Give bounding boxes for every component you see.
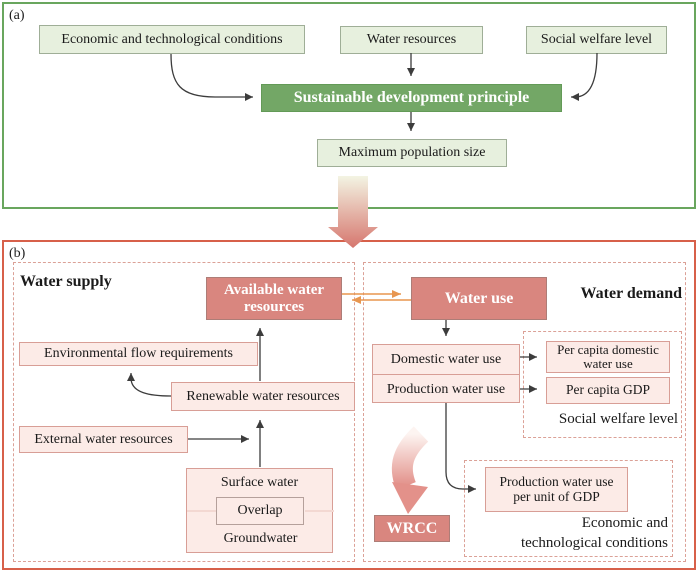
environmental-flow-box: Environmental flow requirements: [19, 342, 258, 366]
overlap-divider-right: [305, 510, 334, 512]
production-water-use-row: Production water use: [386, 381, 506, 397]
economic-conditions-label-line1: Economic and: [581, 515, 668, 531]
social-welfare-subsection: [523, 331, 682, 438]
water-supply-section: [13, 262, 355, 562]
water-demand-section: [363, 262, 686, 562]
water-supply-title: Water supply: [20, 273, 112, 290]
per-capita-gdp-box: Per capita GDP: [546, 377, 670, 404]
sustainable-principle-box: Sustainable development principle: [261, 84, 562, 112]
water-use-box: Water use: [411, 277, 547, 320]
renewable-water-box: Renewable water resources: [171, 382, 355, 411]
available-water-resources-box: Available water resources: [206, 277, 342, 320]
domestic-water-use-row: Domestic water use: [373, 345, 519, 375]
overlap-box: Overlap: [216, 497, 304, 525]
economic-conditions-box: Economic and technological conditions: [39, 25, 305, 54]
water-demand-title: Water demand: [580, 285, 682, 302]
external-water-box: External water resources: [19, 426, 188, 453]
water-resources-box: Water resources: [340, 26, 483, 54]
groundwater-label: Groundwater: [223, 531, 298, 546]
surface-groundwater-box: Surface water Overlap Groundwater: [186, 468, 334, 553]
surface-water-label: Surface water: [220, 475, 299, 490]
water-use-breakdown-box: Domestic water use Production water use: [372, 344, 520, 403]
economic-conditions-subsection: [464, 460, 673, 557]
economic-conditions-label-line2: technological conditions: [520, 535, 668, 551]
per-capita-domestic-box: Per capita domestic water use: [546, 341, 670, 373]
social-welfare-box: Social welfare level: [526, 26, 667, 54]
overlap-divider-left: [187, 510, 217, 512]
panel-b-label: (b): [9, 246, 26, 261]
social-welfare-level-label: Social welfare level: [558, 411, 678, 427]
wrcc-box: WRCC: [374, 515, 450, 542]
economic-conditions-label: Economic and technological conditions: [470, 513, 668, 553]
max-population-box: Maximum population size: [317, 139, 507, 167]
panel-a-label: (a): [9, 8, 25, 23]
production-per-gdp-box: Production water use per unit of GDP: [485, 467, 628, 512]
